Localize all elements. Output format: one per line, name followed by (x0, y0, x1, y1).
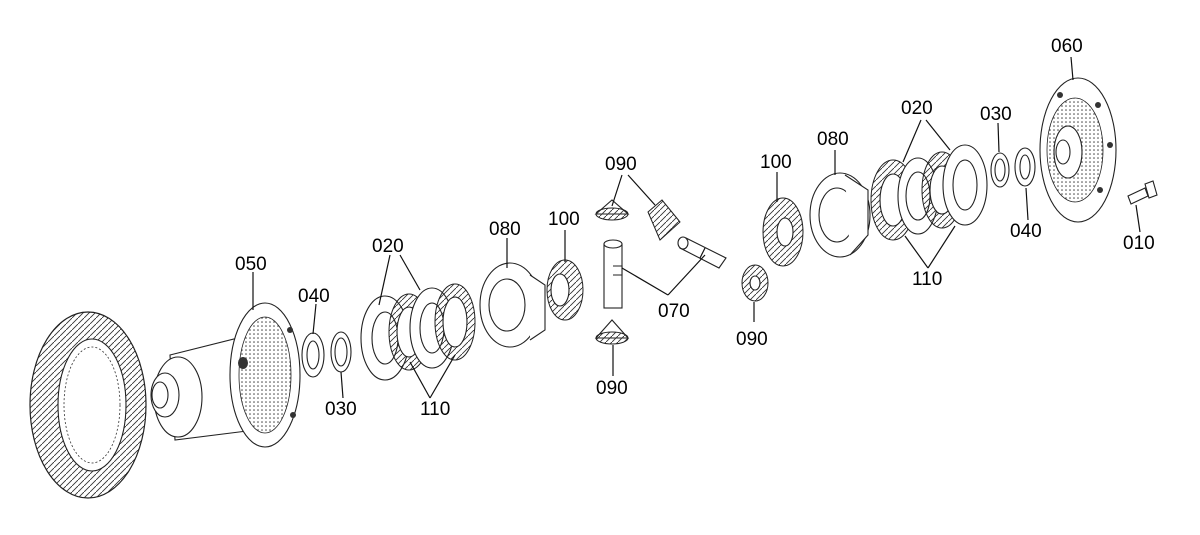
housing-050 (150, 302, 301, 448)
part-labels: 050 040 030 020 110 080 100 090 070 090 … (235, 36, 1155, 420)
pressure-ring-080-right (809, 172, 871, 258)
label-100-left: 100 (548, 209, 580, 230)
label-010: 010 (1123, 233, 1155, 254)
pinion-gear-090-right (741, 264, 769, 302)
label-110-right: 110 (912, 269, 942, 290)
pinion-gears-090-top (594, 199, 681, 241)
label-040-right: 040 (1010, 221, 1042, 242)
pressure-ring-080-left (479, 262, 546, 348)
thrust-washer-030-left (330, 331, 352, 373)
label-060: 060 (1051, 36, 1083, 57)
label-050: 050 (235, 254, 267, 275)
leader-lines (252, 56, 1141, 399)
shim-040-left (301, 332, 325, 378)
label-040-left: 040 (298, 286, 330, 307)
cross-shaft-070-short (677, 236, 727, 269)
label-080-right: 080 (817, 129, 849, 150)
bolt-010 (1127, 180, 1158, 205)
label-030-right: 030 (980, 104, 1012, 125)
label-030-left: 030 (325, 399, 357, 420)
thrust-washer-030-right (990, 152, 1010, 188)
shim-040-right (1014, 147, 1036, 187)
pinion-gear-090-bottom (594, 319, 630, 345)
label-090-bottom: 090 (596, 378, 628, 399)
side-gear-100-left (546, 259, 584, 321)
label-080-left: 080 (489, 219, 521, 240)
label-090-right: 090 (736, 329, 768, 350)
label-020-left: 020 (372, 236, 404, 257)
housing-cover-060 (1039, 77, 1117, 223)
label-090-top: 090 (605, 154, 637, 175)
label-100-right: 100 (760, 152, 792, 173)
side-gear-100-right (762, 197, 804, 267)
ring-gear (29, 311, 147, 499)
label-110-left: 110 (420, 399, 450, 420)
label-020-right: 020 (901, 98, 933, 119)
label-070: 070 (658, 301, 690, 322)
cross-shaft-070-vertical (603, 239, 623, 309)
clutch-pack-left (360, 283, 476, 381)
clutch-pack-right (870, 144, 988, 241)
